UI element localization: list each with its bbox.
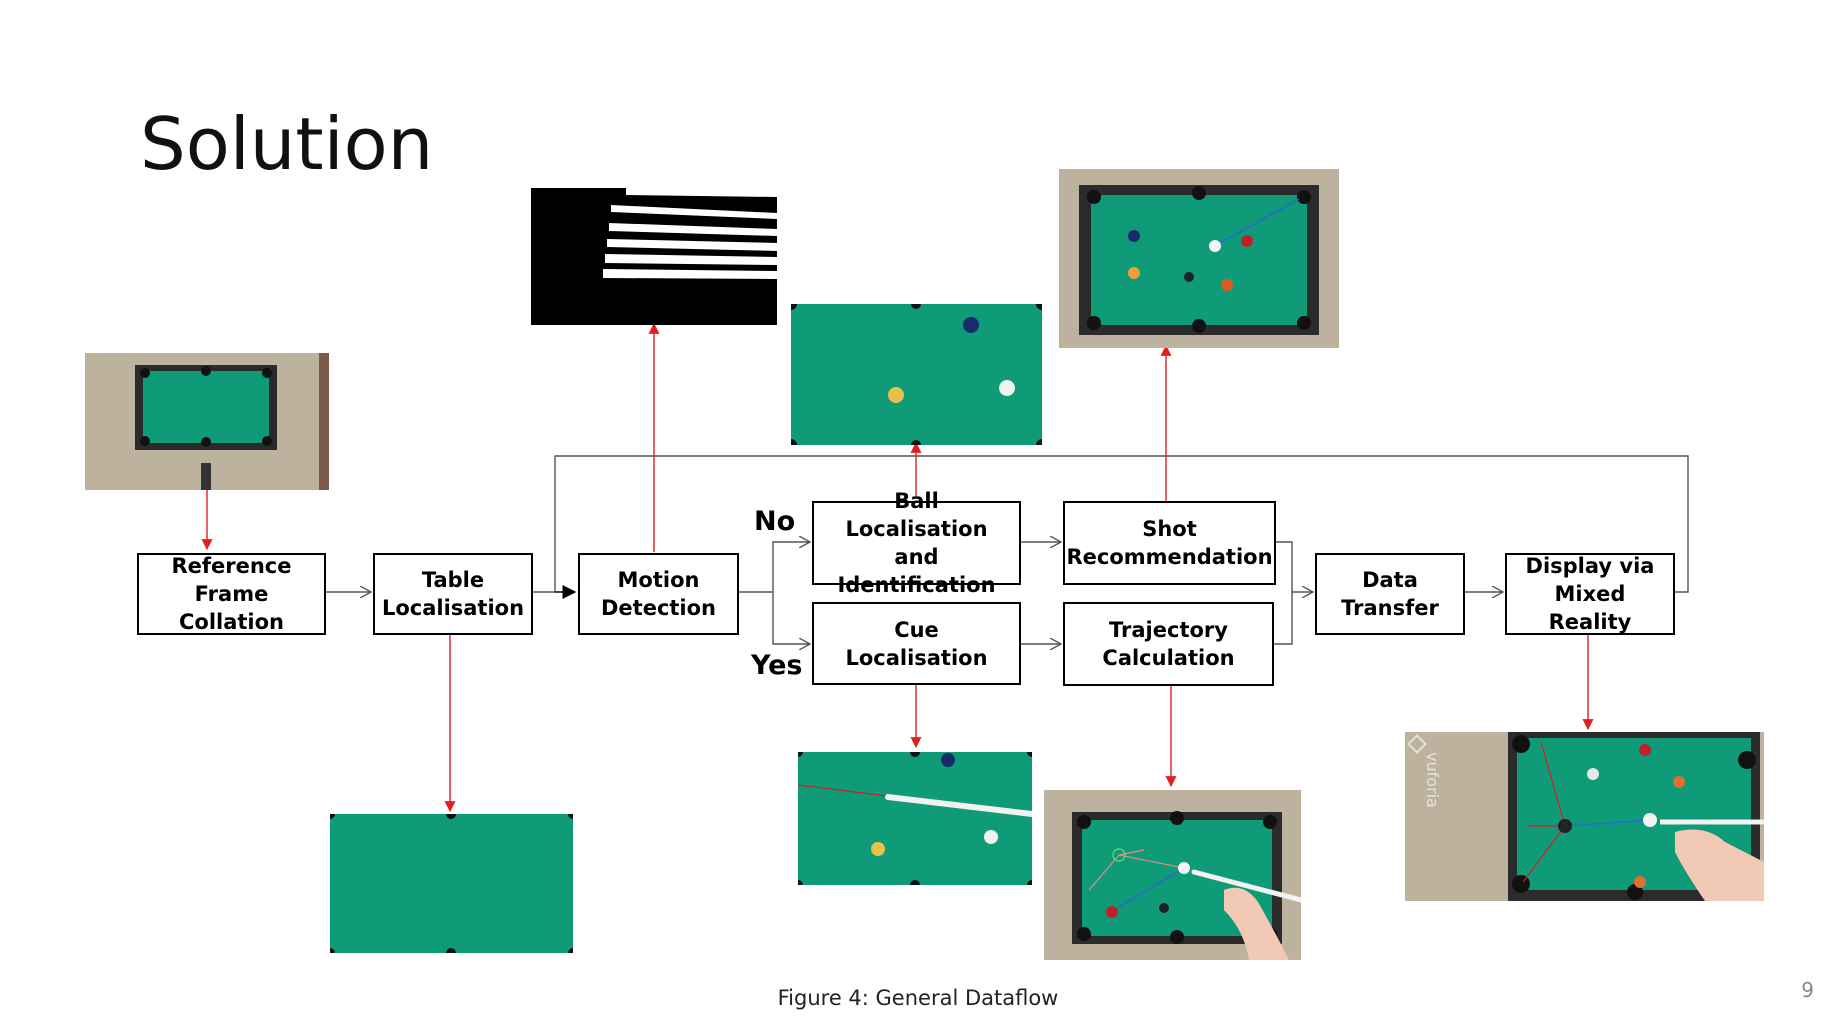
node-trajectory-calculation: Trajectory Calculation [1063,602,1274,686]
branch-label-yes: Yes [751,650,803,681]
node-display-mixed-reality: Display via Mixed Reality [1505,553,1675,635]
image-reference-frame [85,353,329,490]
figure-caption: Figure 4: General Dataflow [777,986,1059,1010]
edge-shot-merge [1274,541,1293,592]
node-reference-frame-collation: Reference Frame Collation [137,553,326,635]
image-table-localisation [330,814,573,953]
image-ball-localisation [791,304,1042,445]
edge-split-no [772,542,810,592]
image-mixed-reality: vuforia [1405,732,1764,901]
node-ball-localisation: Ball Localisation and Identification [812,489,1021,597]
node-shot-recommendation: Shot Recommendation [1063,501,1276,585]
page-number: 9 [1801,978,1814,1002]
branch-label-no: No [754,506,796,537]
image-motion-mask [531,185,777,325]
edge-feedback-loop [554,455,1689,593]
slide-title: Solution [140,102,434,186]
edge-split-yes [772,592,810,644]
vuforia-watermark: vuforia [1423,752,1442,808]
edge-trajectory-merge [1272,592,1293,645]
node-motion-detection: Motion Detection [578,553,739,635]
node-table-localisation: Table Localisation [373,553,533,635]
node-cue-localisation: Cue Localisation [812,602,1021,685]
image-trajectory-calculation [1044,790,1301,960]
image-cue-localisation [798,752,1032,885]
node-data-transfer: Data Transfer [1315,553,1465,635]
image-shot-recommendation [1059,169,1339,348]
